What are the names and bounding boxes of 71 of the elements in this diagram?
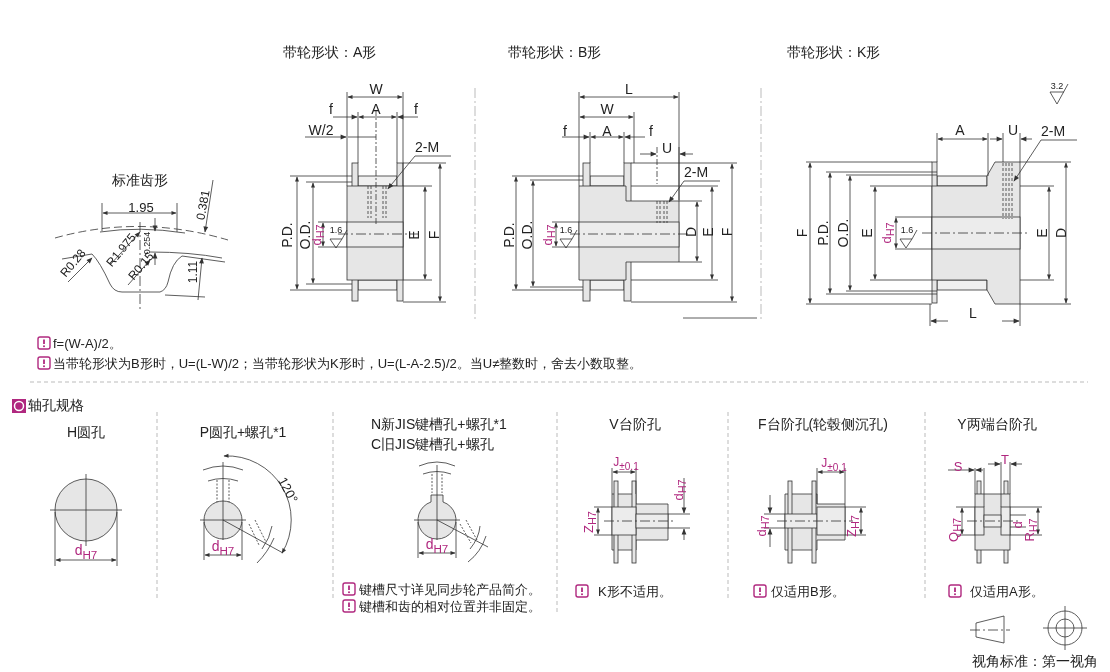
callout-text: 2-M [1041,123,1077,140]
dimension-label: E [860,228,874,238]
note-text: 仅适用A形。 [970,584,1044,598]
dimension-label: U [1007,123,1019,137]
dimension-label: f [563,124,567,138]
note-text: 键槽和齿的相对位置并非固定。 [359,599,541,613]
dimension-label: F [795,228,809,238]
dimension-label: f [414,102,418,116]
dimension-label: L [969,306,977,320]
dimension-label: U [661,141,673,155]
dimension-label: T [1001,452,1009,466]
roughness-value: 1.6 [900,225,914,235]
dimension-label: d$_{H7}$ [211,539,235,557]
dimension-label: A [371,102,381,116]
hole-type-heading: Y两端台阶孔 [957,417,1037,431]
threaded-hole [366,186,388,218]
dimension-label: L [625,82,633,96]
dimension-label: P.D. [816,220,830,246]
note-text: 仅适用B形。 [771,584,845,598]
dimension-label: 1.95 [128,200,154,214]
note-text: f=(W-A)/2。 [53,336,122,350]
section-title: 轴孔规格 [28,398,84,412]
view-standard-text: 视角标准：第一视角 [972,654,1098,668]
dimension-label: J$_{±0.1}$ [613,456,639,472]
callout-text: 2-M [684,164,720,181]
dimension-label: O.D. [298,220,312,250]
threaded-hole [655,201,669,223]
dimension-label: D [1054,227,1068,239]
dimension-label: f [649,124,653,138]
view-heading: 带轮形状：B形 [508,45,602,59]
dimension-label: 0.381 [194,189,212,221]
hole-type-heading: P圆孔+螺孔*1 [199,425,287,439]
dimension-label: W/2 [308,123,334,137]
angle-label: 120° [275,475,301,505]
hole-type-heading: F台阶孔(轮毂侧沉孔) [758,417,888,431]
dimension-label: E [701,227,715,237]
view-heading: 带轮形状：A形 [283,45,377,59]
dimension-label: E [1035,228,1049,238]
hole-type-heading: V台阶孔 [609,417,661,431]
note-text: 当带轮形状为B形时，U=(L-W)/2；当带轮形状为K形时，U=(L-A-2.5)/2。当U≠整数时，舍去小数取整。 [53,356,643,370]
dimension-label: d$_{H7}$ [425,537,449,555]
callout-text: 2-M [415,139,451,156]
drawing-heading: 标准齿形 [112,173,168,187]
dimension-label: F [427,230,441,240]
dimension-label: S [953,459,963,473]
threaded-hole [1001,163,1014,219]
dimension-label: P.D. [502,222,516,248]
dimension-label: P.D. [280,222,294,248]
dimension-label: J$_{±0.1}$ [821,457,847,473]
hole-type-heading: C旧JIS键槽孔+螺孔 [371,437,494,451]
dimension-label: d$_{H7}$ [74,543,98,561]
hole-type-heading: N新JIS键槽孔+螺孔*1 [371,417,507,431]
dimension-label: O.D. [520,220,534,250]
dimension-label: A [955,123,965,137]
dimension-label: W [600,102,614,116]
roughness-value: 1.6 [559,225,573,235]
roughness-value: 1.6 [329,225,343,235]
dimension-label: 1.11 [187,260,199,284]
dimension-label: f [329,102,333,116]
dimension-label: F [720,227,734,237]
dimension-label: D [684,226,698,238]
dimension-label: E [407,230,421,240]
dimension-label: O.D. [836,218,850,248]
dimension-label: A [602,124,612,138]
hole-type-heading: H圆孔 [66,425,106,439]
roughness-value: 3.2 [1050,81,1064,91]
note-text: K形不适用。 [598,584,672,598]
dimension-label: d [1010,521,1024,529]
view-heading: 带轮形状：K形 [787,45,881,59]
dimension-label: W [369,82,383,96]
note-text: 键槽尺寸详见同步轮产品简介。 [359,582,541,596]
